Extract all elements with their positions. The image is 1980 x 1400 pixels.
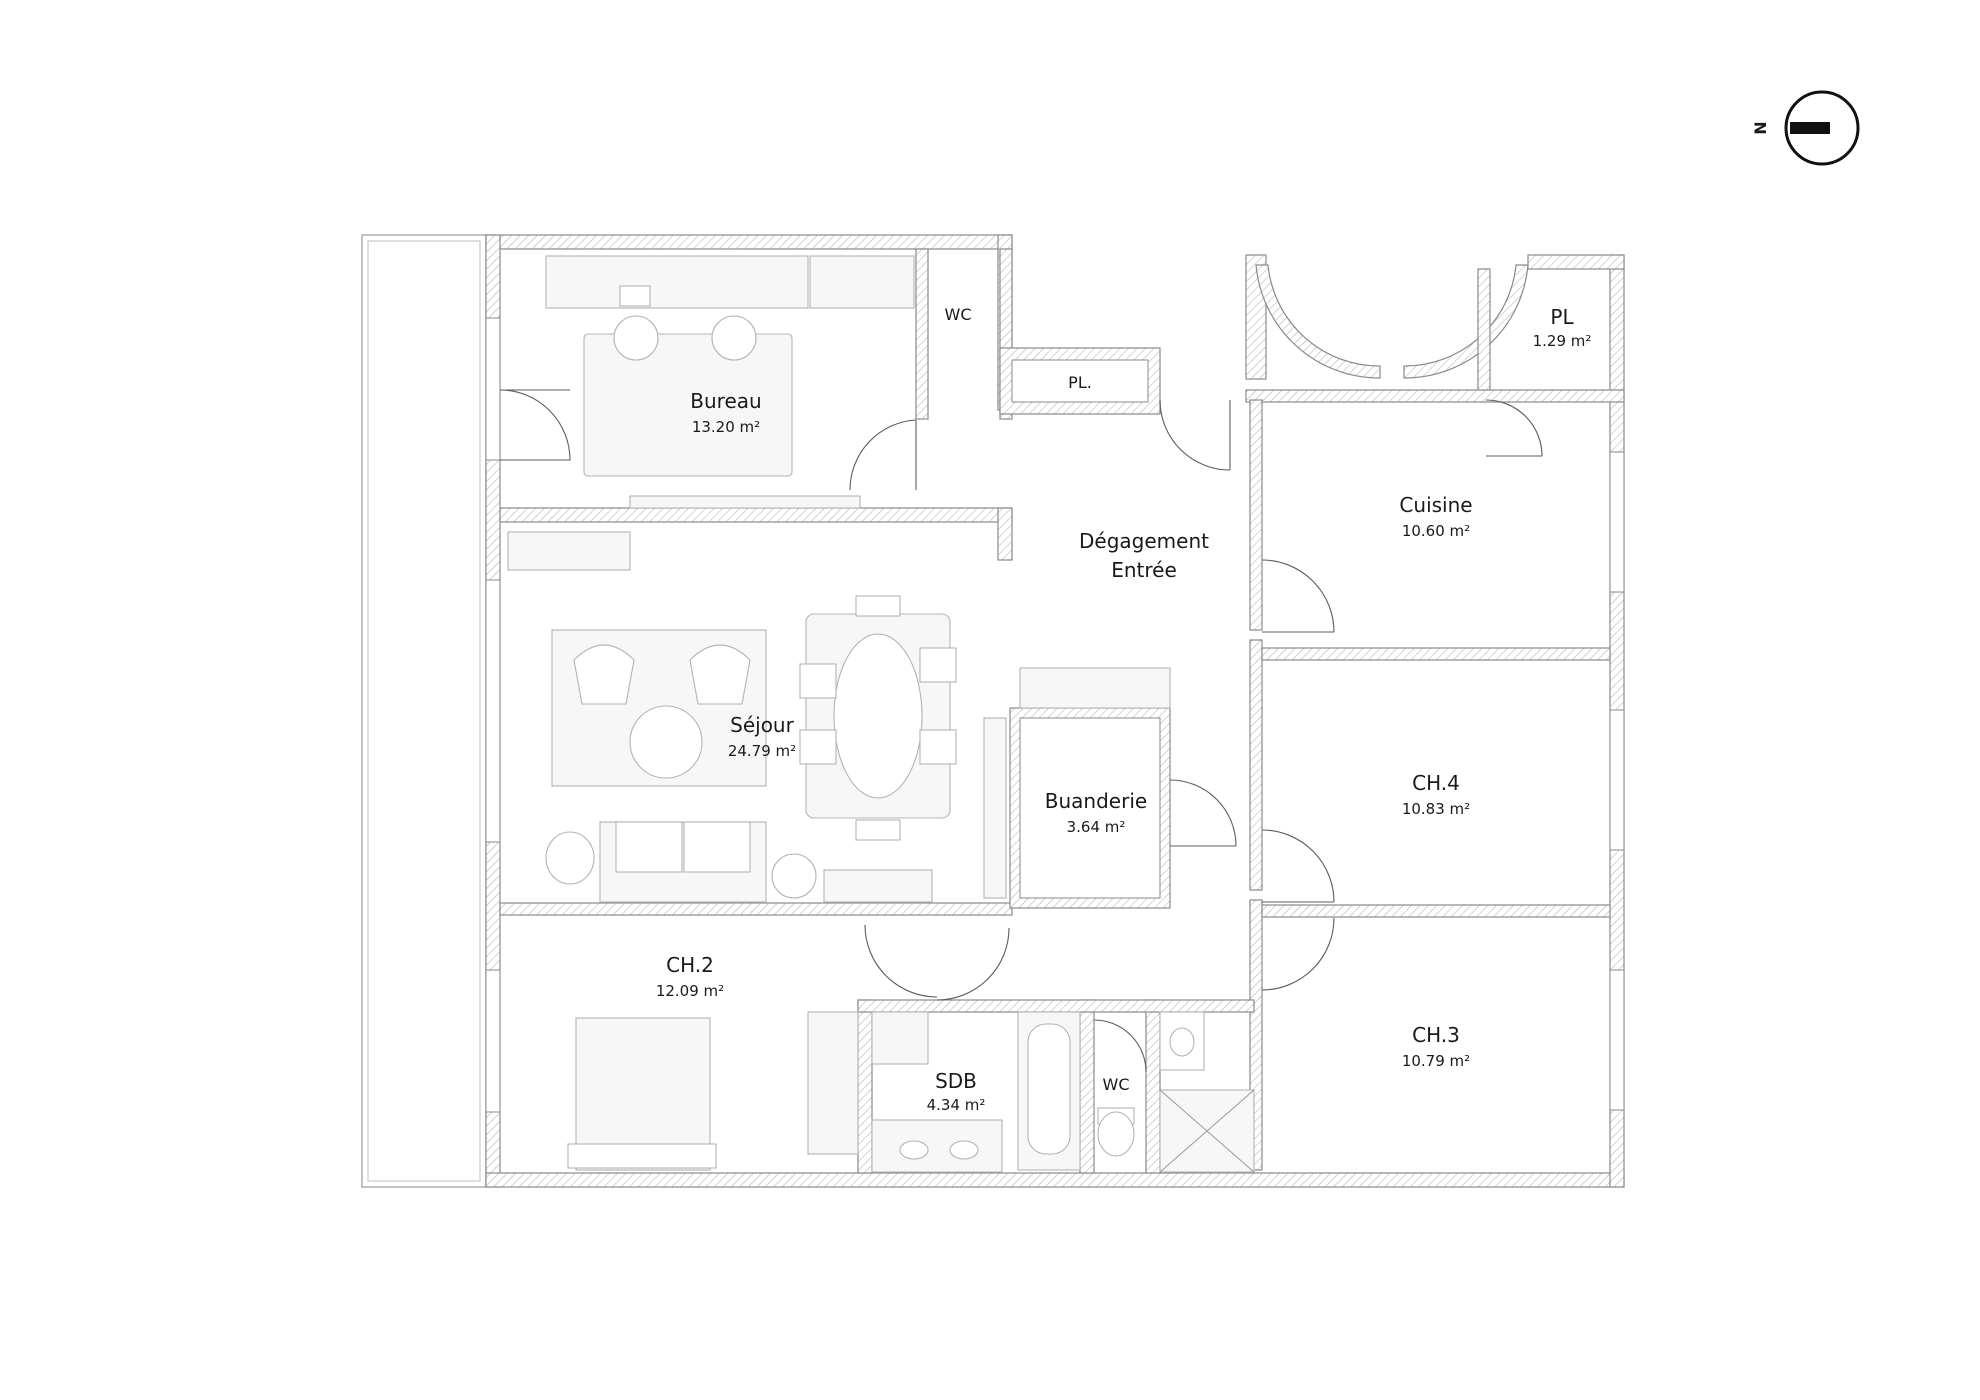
room-area-ch3: 10.79 m²	[1402, 1052, 1470, 1070]
room-area-sejour: 24.79 m²	[728, 742, 796, 760]
interior-walls	[499, 248, 1611, 1174]
compass-needle-icon	[1790, 122, 1830, 134]
room-area-buanderie: 3.64 m²	[1067, 818, 1126, 836]
room-name-ch2: CH.2	[666, 953, 714, 977]
room-name-ch4: CH.4	[1412, 771, 1460, 795]
room-name-degagement: Dégagement	[1079, 529, 1209, 553]
balcony	[361, 234, 487, 1188]
room-name-wc-bottom: WC	[1103, 1075, 1130, 1094]
room-name-ch3: CH.3	[1412, 1023, 1460, 1047]
room-name-buanderie: Buanderie	[1045, 789, 1147, 813]
room-area-pl-right: 1.29 m²	[1533, 332, 1592, 350]
furniture	[507, 255, 1255, 1173]
room-area-sdb: 4.34 m²	[927, 1096, 986, 1114]
compass-label: N	[1751, 121, 1770, 134]
doors	[499, 389, 1543, 1073]
room-name-pl-top: PL.	[1068, 373, 1092, 392]
room-name-entree: Entrée	[1111, 558, 1177, 582]
compass: N	[1751, 90, 1860, 166]
room-area-cuisine: 10.60 m²	[1402, 522, 1470, 540]
room-labels: Bureau 13.20 m² WC PL. PL 1.29 m² Dégage…	[656, 305, 1592, 1114]
room-name-sdb: SDB	[935, 1069, 977, 1093]
room-area-ch4: 10.83 m²	[1402, 800, 1470, 818]
room-name-bureau: Bureau	[690, 389, 761, 413]
room-name-sejour: Séjour	[730, 713, 794, 737]
exterior-walls	[485, 234, 1625, 1188]
room-name-cuisine: Cuisine	[1399, 493, 1472, 517]
room-name-wc-top: WC	[945, 305, 972, 324]
room-name-pl-right: PL	[1550, 305, 1574, 329]
room-area-ch2: 12.09 m²	[656, 982, 724, 1000]
room-area-bureau: 13.20 m²	[692, 418, 760, 436]
